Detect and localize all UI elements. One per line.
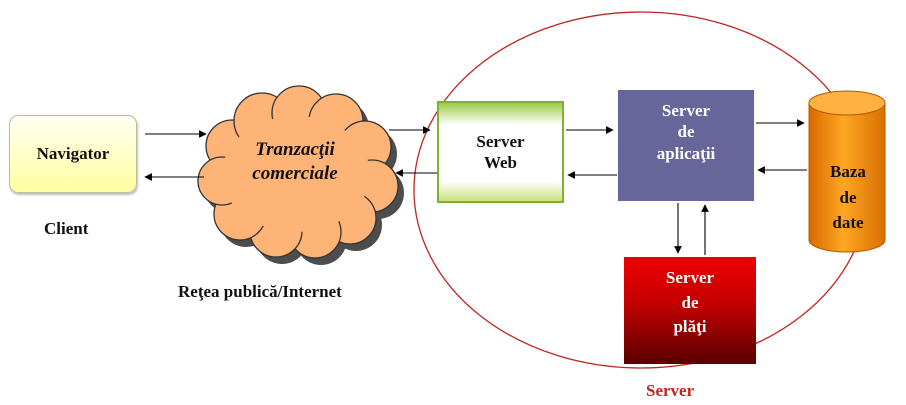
flow-arrows bbox=[144, 119, 807, 255]
browser-label: Navigator bbox=[36, 144, 110, 164]
cloud-line-2: comerciale bbox=[252, 162, 338, 184]
cloud-line-1: Tranzacţii bbox=[255, 139, 335, 160]
payment-server-line-1: Server bbox=[665, 268, 715, 287]
database-line-2: de bbox=[839, 187, 857, 207]
client-caption: Client bbox=[44, 219, 89, 238]
payment-server-line-3: plăţi bbox=[673, 317, 707, 337]
cloud-text: Tranzacţii comerciale bbox=[215, 138, 375, 186]
web-server-line-1: Server bbox=[476, 131, 525, 151]
app-server-box: Server de aplicaţii bbox=[618, 90, 754, 201]
database-line-3: date bbox=[832, 213, 864, 232]
app-server-line-3: aplicaţii bbox=[656, 143, 716, 163]
web-server-line-2: Web bbox=[483, 153, 518, 172]
app-server-line-1: Server bbox=[661, 101, 711, 120]
network-caption: Reţea publică/Internet bbox=[178, 282, 342, 301]
app-server-line-2: de bbox=[677, 122, 695, 142]
payment-server-line-2: de bbox=[681, 292, 699, 312]
database-label: Baza de date bbox=[810, 159, 886, 236]
browser-box: Navigator bbox=[9, 115, 137, 193]
payment-server-box: Server de plăţi bbox=[624, 257, 756, 364]
database-line-1: Baza bbox=[830, 162, 866, 181]
server-zone-caption: Server bbox=[646, 381, 695, 400]
database-cylinder bbox=[808, 90, 886, 253]
web-server-box: Server Web bbox=[437, 101, 564, 203]
